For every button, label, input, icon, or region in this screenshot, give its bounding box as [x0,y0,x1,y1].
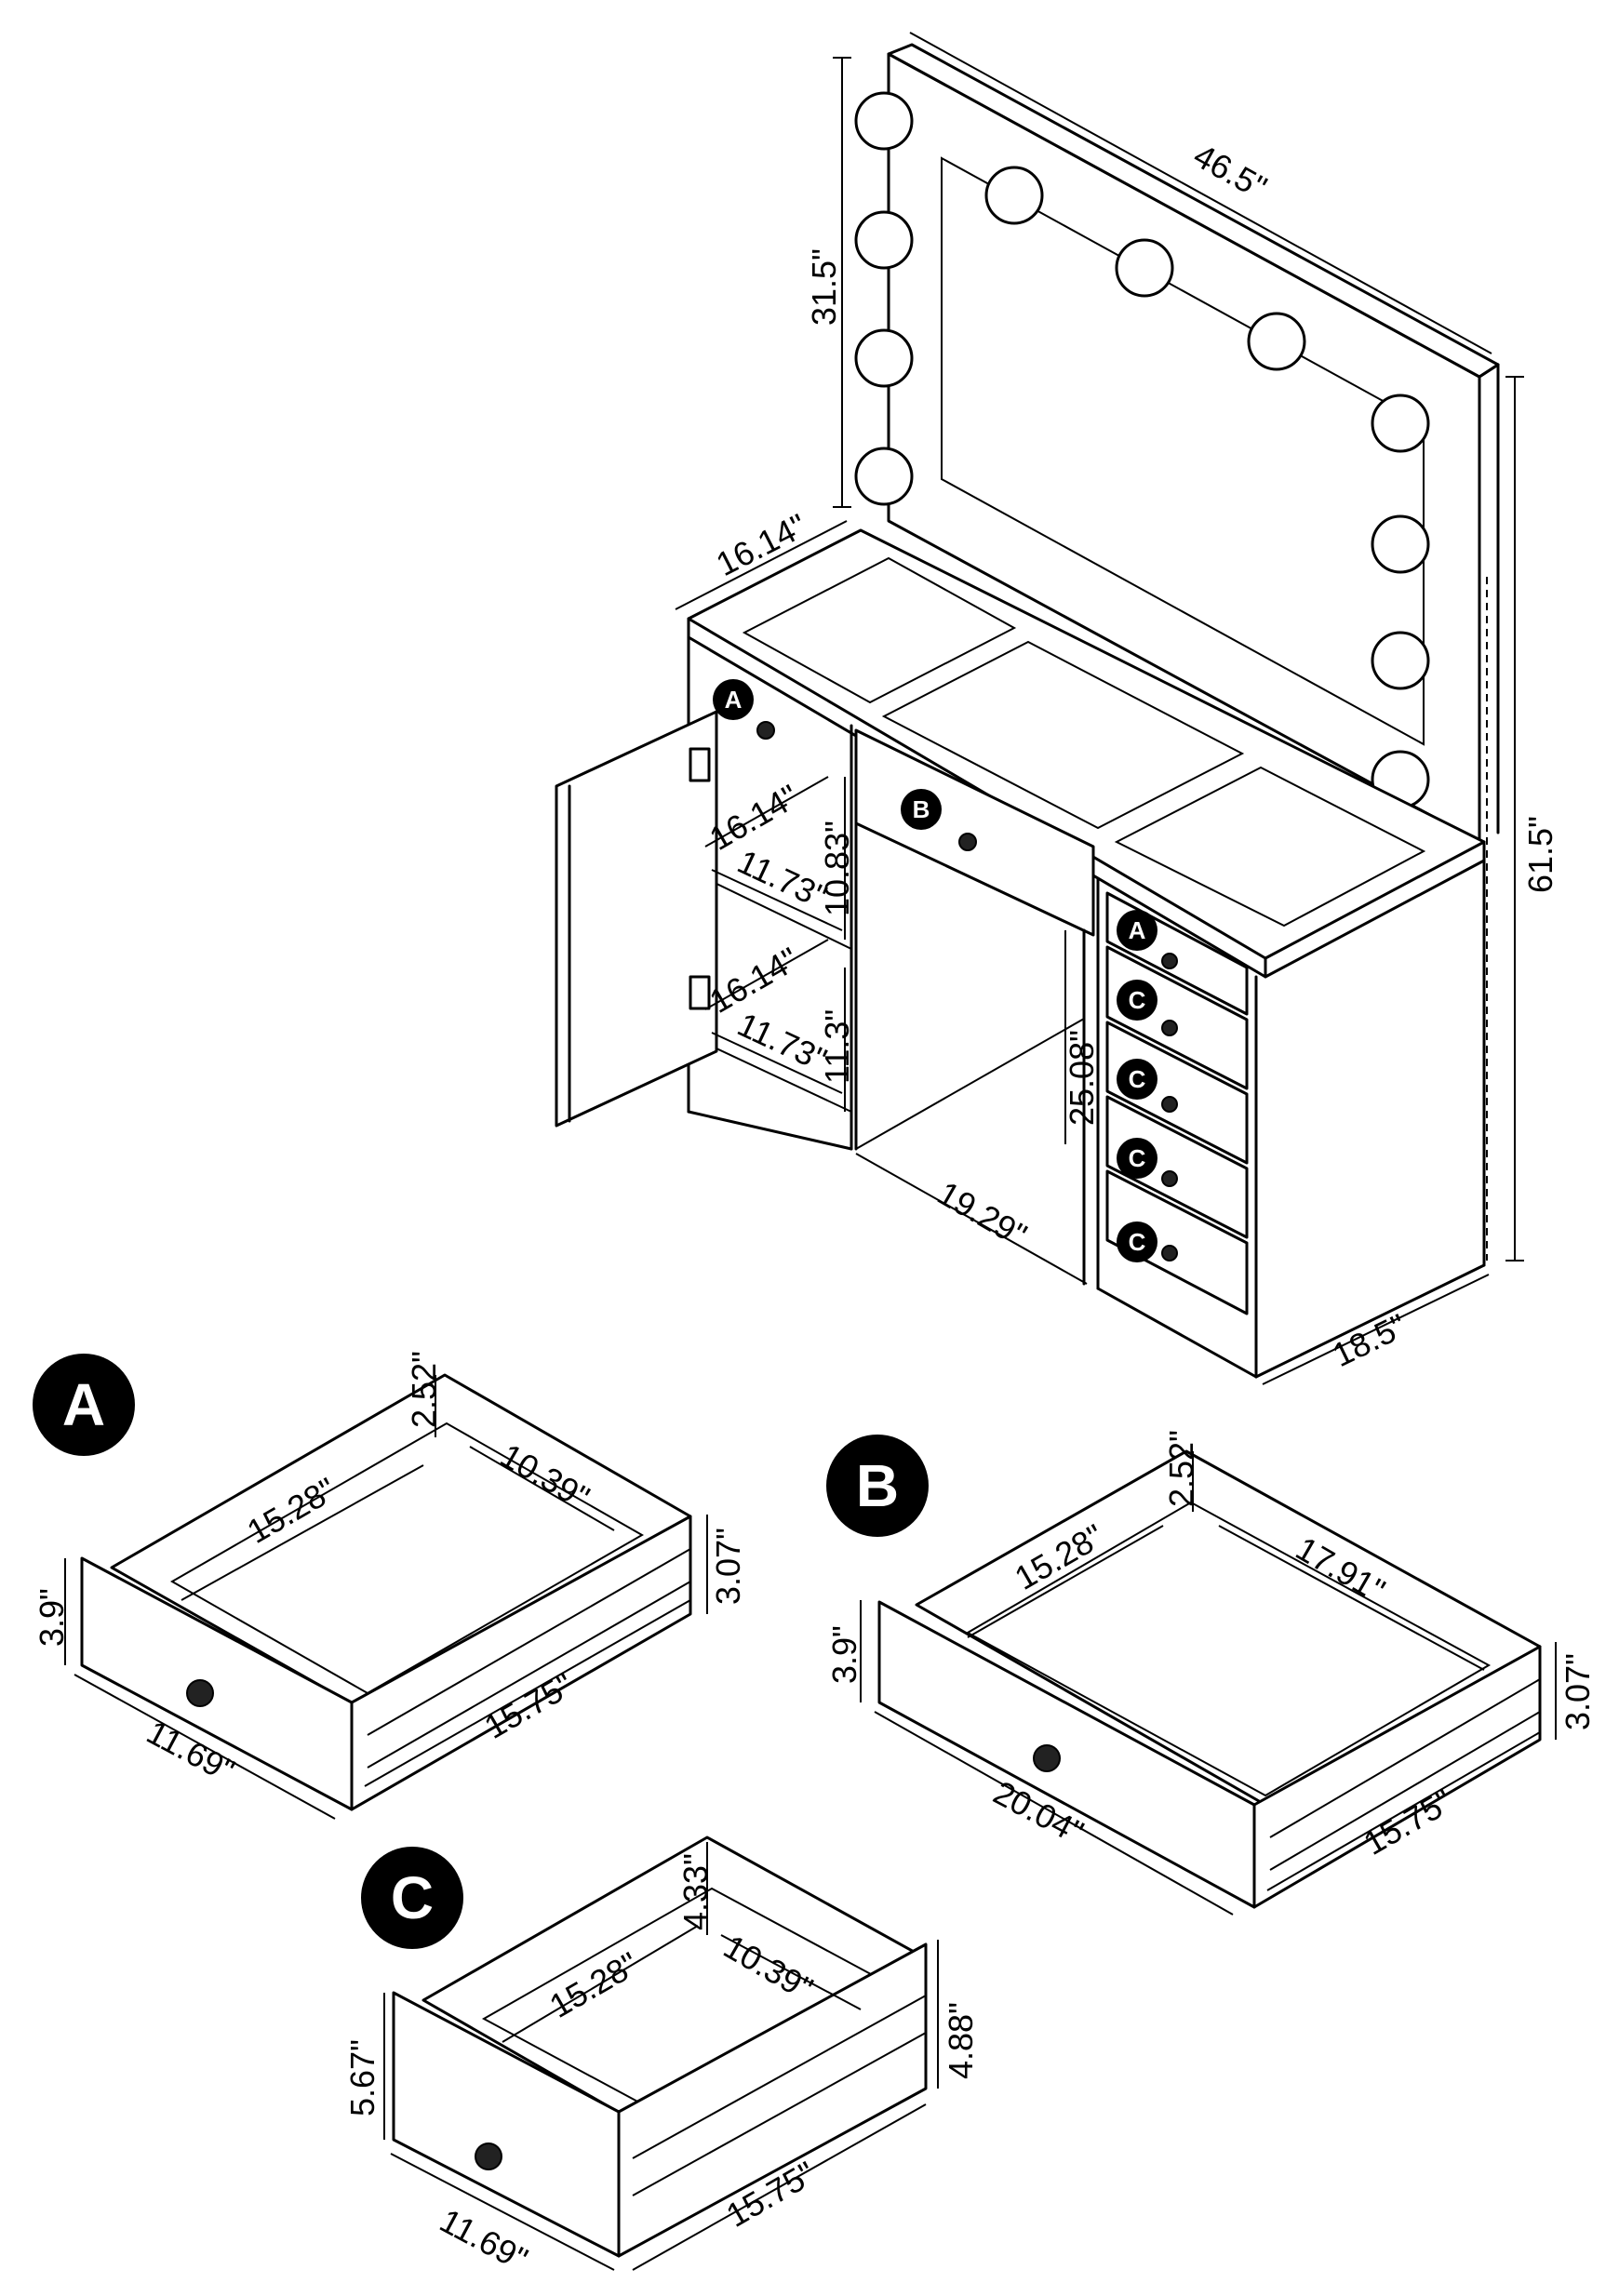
drawer-c-badge-circle [361,1847,463,1949]
drawer-b-inner-height-label: 2.52" [1162,1430,1200,1507]
drawer-c-inner-height-label: 4.33" [676,1853,715,1930]
cabinet-depth-label: 18.5" [1327,1306,1412,1374]
drawer-a-badge-circle [33,1354,135,1456]
drawer-c-knob [475,2142,502,2170]
shelf-lower-height-label: 11.3" [818,1009,856,1084]
mirror [854,43,1500,844]
drawer-a-front-height-label: 3.9" [33,1588,71,1647]
light-bulbs [854,91,1430,809]
drawer-a-badge: A [62,1371,105,1438]
drawer-a-inner-height-label: 2.52" [405,1351,443,1428]
drawer-c-badge: C [391,1864,434,1931]
drawer-c-front-height-label: 5.67" [343,2039,381,2116]
drawer-b-front-height-label: 3.9" [825,1625,863,1684]
drawer-c: C 4.33" 15.28" 10.39" 4.88" 5.67" 11.69"… [343,1835,980,2278]
badge-a-pedestal: A [1129,916,1146,944]
badge-c-4: C [1129,1228,1146,1256]
vanity-dimension-lines [675,32,1524,1385]
drawer-a-side-height-label: 3.07" [709,1528,747,1605]
badge-b: B [913,795,930,823]
drawer-b-side-height-label: 3.07" [1559,1653,1597,1730]
shelf-upper-height-label: 10.83" [818,821,856,916]
drawer-c-side-height-label: 4.88" [942,2002,980,2079]
badge-c-1: C [1129,986,1146,1014]
mirror-height-label: 31.5" [805,248,843,326]
drawer-a: A 2.52" 10.39" 15.28" 3.07" 3.9" 11.69" … [33,1351,747,1820]
knee-height-label: 25.08" [1063,1030,1101,1126]
drawer-b: B 2.52" 15.28" 17.91" 3.07" 3.9" 20.04" … [825,1430,1597,1916]
drawer-b-knob [1033,1744,1061,1772]
vanity-badges: A B A C C C C [713,679,1157,1262]
vanity-desk [555,528,1486,1379]
badge-a-upper: A [725,686,743,714]
badge-c-2: C [1129,1065,1146,1093]
badge-c-3: C [1129,1144,1146,1172]
drawer-a-knob [186,1679,214,1707]
mirror-width-label: 46.5" [1187,136,1273,207]
drawer-c-front-width-label: 11.69" [434,2201,534,2278]
knee-width-label: 19.29" [931,1173,1034,1254]
drawer-b-badge-circle [826,1435,929,1537]
total-height-label: 61.5" [1521,816,1559,893]
drawer-b-badge: B [856,1452,899,1519]
